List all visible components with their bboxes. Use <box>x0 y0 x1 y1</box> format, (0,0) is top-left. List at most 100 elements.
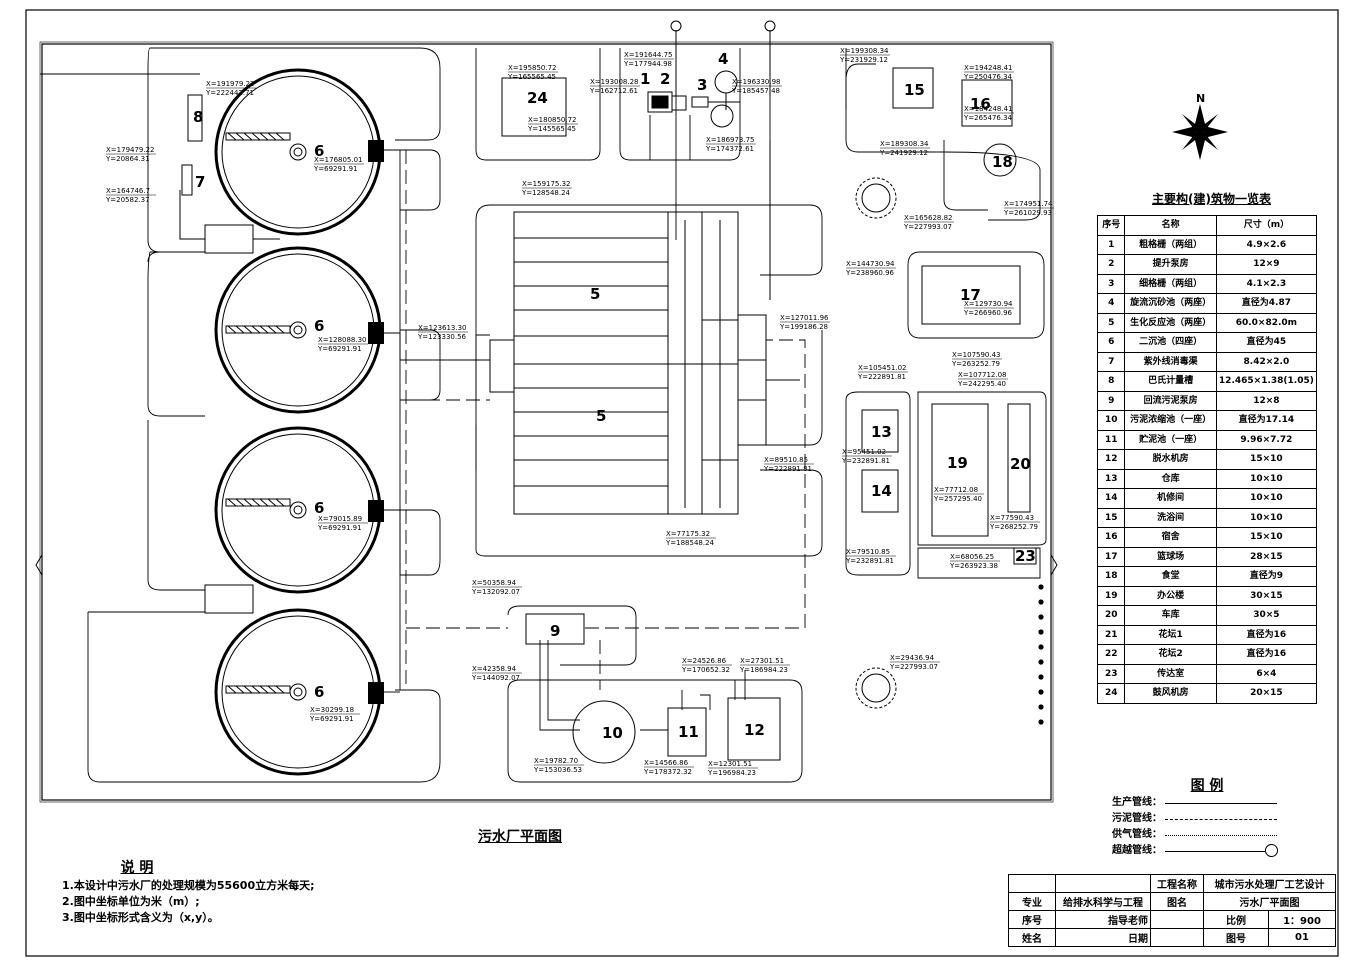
coordinate-y: Y=238960.96 <box>845 269 895 277</box>
table-cell: 车库 <box>1124 605 1217 626</box>
coordinate-y: Y=178372.32 <box>643 768 692 776</box>
table-cell: 洗浴间 <box>1124 507 1217 528</box>
svg-text:6: 6 <box>314 142 324 160</box>
svg-text:5: 5 <box>596 407 606 425</box>
table-cell: 10 <box>1096 410 1126 431</box>
coordinate-y: Y=132092.07 <box>471 588 520 596</box>
drawing-frame <box>25 9 1339 957</box>
coordinate-y: Y=232891.81 <box>841 457 890 465</box>
coordinate-y: Y=199186.28 <box>779 323 828 331</box>
table-cell: 脱水机房 <box>1124 449 1217 470</box>
svg-text:3: 3 <box>697 76 707 94</box>
svg-text:7: 7 <box>195 173 205 191</box>
svg-text:4: 4 <box>718 50 728 68</box>
title-block: 工程名称 城市污水处理厂工艺设计 专业给排水科学与工程 图名 污水厂平面图 序号… <box>1008 874 1336 947</box>
table-cell: 回流污泥泵房 <box>1124 390 1217 411</box>
coordinate-y: Y=20582.37 <box>105 196 150 204</box>
table-cell: 11 <box>1096 429 1126 450</box>
table-cell: 直径为16 <box>1215 644 1318 665</box>
svg-text:14: 14 <box>871 482 892 500</box>
table-cell: 12.465×1.38(1.05) <box>1215 371 1318 392</box>
table-cell: 宿舍 <box>1124 527 1217 548</box>
legend-item-production: 生产管线： <box>1112 795 1292 811</box>
table-cell: 4.1×2.3 <box>1215 273 1318 294</box>
coordinate-x: X=14566.86 <box>644 759 689 767</box>
table-header-cell: 序号 <box>1096 215 1126 236</box>
table-cell: 16 <box>1096 527 1126 548</box>
coordinate-x: X=199308.34 <box>840 47 889 55</box>
table-cell: 生化反应池（两座） <box>1124 312 1217 333</box>
coordinate-y: Y=261029.93 <box>1003 209 1052 217</box>
svg-text:19: 19 <box>947 454 968 472</box>
coordinate-x: X=107590.43 <box>952 351 1001 359</box>
table-cell: 贮泥池（一座） <box>1124 429 1217 450</box>
coordinate-y: Y=153036.53 <box>533 766 582 774</box>
legend: 图 例 生产管线： 污泥管线： 供气管线： 超越管线： <box>1112 775 1292 859</box>
table-header-row: 序号名称尺寸（m） <box>1096 215 1318 236</box>
svg-text:2: 2 <box>660 70 670 88</box>
site-boundary <box>41 43 1052 801</box>
table-cell: 4.9×2.6 <box>1215 234 1318 255</box>
table-cell: 食堂 <box>1124 566 1217 587</box>
table-cell: 20 <box>1096 605 1126 626</box>
coordinate-y: Y=222891.81 <box>763 465 812 473</box>
coordinate-x: X=50358.94 <box>472 579 517 587</box>
coordinate-y: Y=196984.23 <box>707 769 756 777</box>
coordinate-y: Y=174372.61 <box>705 145 754 153</box>
table-cell: 紫外线消毒渠 <box>1124 351 1217 372</box>
table-cell: 传达室 <box>1124 663 1217 684</box>
svg-text:12: 12 <box>744 721 765 739</box>
legend-item-air: 供气管线： <box>1112 827 1292 843</box>
table-cell: 6×4 <box>1215 663 1318 684</box>
svg-text:17: 17 <box>960 286 981 304</box>
table-cell: 巴氏计量槽 <box>1124 371 1217 392</box>
coordinate-y: Y=250476.34 <box>963 73 1013 81</box>
table-cell: 3 <box>1096 273 1126 294</box>
coordinate-x: X=196330.98 <box>732 78 781 86</box>
table-cell: 直径为45 <box>1215 332 1318 353</box>
table-cell: 8.42×2.0 <box>1215 351 1318 372</box>
table-cell: 1 <box>1096 234 1126 255</box>
svg-text:11: 11 <box>678 723 699 741</box>
coordinate-y: Y=222442.71 <box>205 89 254 97</box>
table-cell: 8 <box>1096 371 1126 392</box>
coordinate-y: Y=241929.12 <box>879 149 928 157</box>
coordinate-x: X=164746.7 <box>106 187 150 195</box>
table-cell: 花坛1 <box>1124 624 1217 645</box>
coordinate-y: Y=257295.40 <box>933 495 982 503</box>
svg-text:8: 8 <box>193 108 203 126</box>
table-cell: 13 <box>1096 468 1126 489</box>
headworks <box>647 20 776 300</box>
table-cell: 5 <box>1096 312 1126 333</box>
table-cell: 办公楼 <box>1124 585 1217 606</box>
coordinate-y: Y=265476.34 <box>963 114 1013 122</box>
clarifiers <box>214 68 384 776</box>
coordinate-x: X=12301.51 <box>708 760 752 768</box>
table-header-cell: 名称 <box>1124 215 1217 236</box>
structures-table-caption: 主要构(建)筑物一览表 <box>1152 192 1271 206</box>
coordinate-y: Y=268252.79 <box>989 523 1038 531</box>
table-cell: 9 <box>1096 390 1126 411</box>
table-cell: 22 <box>1096 644 1126 665</box>
coordinate-y: Y=227993.07 <box>889 663 938 671</box>
coordinate-x: X=165628.82 <box>904 214 953 222</box>
table-cell: 15 <box>1096 507 1126 528</box>
coordinate-y: Y=222891.81 <box>857 373 906 381</box>
table-cell: 12×9 <box>1215 254 1318 275</box>
table-cell: 污泥浓缩池（一座） <box>1124 410 1217 431</box>
coordinate-y: Y=69291.91 <box>309 715 354 723</box>
table-cell: 仓库 <box>1124 468 1217 489</box>
table-cell: 18 <box>1096 566 1126 587</box>
table-cell: 20×15 <box>1215 683 1318 704</box>
coordinate-y: Y=242295.40 <box>957 380 1006 388</box>
